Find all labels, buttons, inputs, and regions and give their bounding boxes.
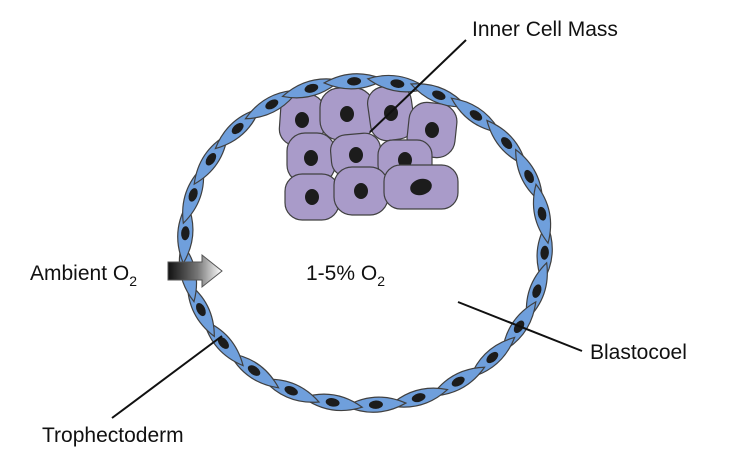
inner-cell-mass-cell [286, 132, 336, 184]
trophectoderm-nucleus [217, 337, 229, 349]
trophectoderm-ring [177, 73, 553, 413]
trophectoderm-nucleus [231, 122, 244, 135]
oxygen-diffusion-arrow [167, 253, 223, 289]
inner-cell-mass-leader [369, 39, 467, 133]
trophectoderm-nucleus [524, 169, 535, 183]
inner-cell-mass-nucleus [340, 106, 354, 122]
trophectoderm-nucleus [284, 386, 298, 396]
trophectoderm-nucleus [205, 152, 217, 166]
trophectoderm-nucleus [195, 303, 206, 317]
inner-cell-mass-nucleus [295, 112, 309, 128]
trophectoderm-nucleus [347, 77, 362, 86]
trophectoderm-cell [322, 73, 386, 90]
inner-cell-mass-nucleus [349, 147, 363, 163]
trophectoderm-nucleus [411, 393, 426, 403]
trophectoderm-nucleus [501, 137, 513, 149]
inner-cell-mass-cell [383, 164, 459, 210]
trophectoderm-nucleus [540, 245, 549, 260]
inner-cell-mass-nucleus [398, 152, 412, 168]
inner-cell-mass-cluster [278, 84, 459, 221]
inner-cell-mass-cell [319, 87, 375, 141]
ambient-o2-text: Ambient O [30, 262, 129, 285]
ambient-o2-subscript: 2 [129, 273, 137, 289]
trophectoderm-nucleus [247, 365, 261, 376]
inner-cell-mass-nucleus [354, 183, 368, 199]
trophectoderm-leader [111, 335, 223, 419]
trophectoderm-nucleus [181, 226, 190, 241]
inner-cell-mass-cell [333, 166, 389, 216]
internal-o2-subscript: 2 [377, 273, 385, 289]
inner-cell-mass-label: Inner Cell Mass [472, 18, 618, 41]
internal-o2-label: 1-5% O2 [306, 262, 385, 289]
inner-cell-mass-cell [284, 173, 340, 221]
trophectoderm-nucleus [537, 206, 547, 221]
trophectoderm-nucleus [325, 398, 340, 407]
inner-cell-mass-nucleus [304, 150, 318, 166]
trophectoderm-nucleus [486, 351, 499, 364]
trophectoderm-nucleus [451, 376, 465, 387]
inner-cell-mass-nucleus [425, 122, 439, 138]
trophectoderm-nucleus [390, 79, 405, 88]
trophectoderm-nucleus [368, 400, 383, 409]
trophectoderm-nucleus [432, 90, 446, 100]
blastocoel-label: Blastocoel [590, 341, 687, 364]
trophectoderm-nucleus [265, 99, 279, 110]
trophectoderm-label: Trophectoderm [42, 424, 184, 447]
trophectoderm-nucleus [532, 284, 542, 298]
trophectoderm-nucleus [304, 83, 319, 93]
trophectoderm-nucleus [188, 188, 198, 202]
inner-cell-mass-nucleus [410, 178, 432, 196]
trophectoderm-nucleus [469, 110, 483, 121]
blastocoel-leader [457, 301, 583, 352]
inner-cell-mass-nucleus [305, 189, 319, 205]
trophectoderm-cell [532, 183, 552, 245]
internal-o2-text: 1-5% O [306, 262, 377, 285]
ambient-o2-label: Ambient O2 [30, 262, 137, 289]
